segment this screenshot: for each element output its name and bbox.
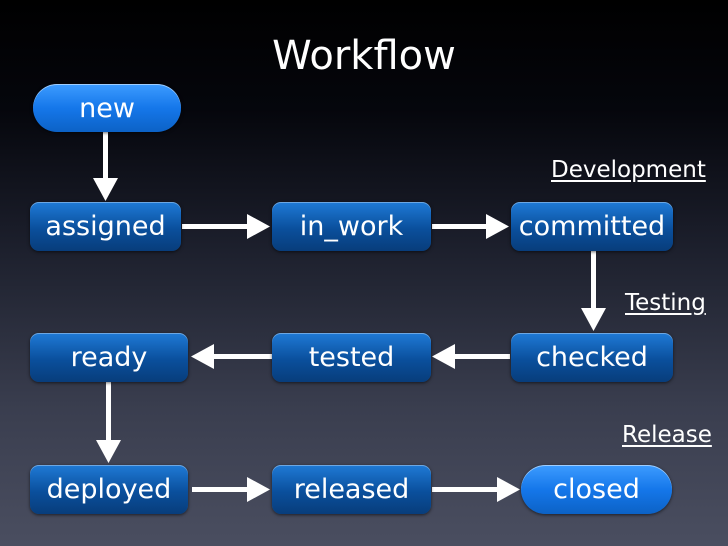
section-label-development: Development (551, 157, 706, 183)
arrow-in-work-committed (432, 214, 509, 239)
arrow-committed-checked (581, 250, 606, 331)
arrow-tested-ready (191, 344, 272, 369)
state-checked: checked (511, 333, 673, 382)
arrow-new-assigned (93, 132, 118, 201)
state-deployed: deployed (30, 465, 188, 514)
state-closed: closed (521, 465, 672, 514)
section-label-testing: Testing (625, 290, 706, 316)
state-ready: ready (30, 333, 188, 382)
state-in-work: in_work (272, 202, 431, 251)
state-committed: committed (511, 202, 673, 251)
arrow-released-closed (432, 477, 520, 502)
arrow-deployed-released (192, 477, 270, 502)
state-new: new (33, 84, 181, 132)
state-released: released (272, 465, 431, 514)
arrow-ready-deployed (96, 382, 121, 463)
arrow-checked-tested (432, 344, 510, 369)
state-assigned: assigned (30, 202, 181, 251)
state-tested: tested (272, 333, 431, 382)
diagram-title: Workflow (272, 33, 456, 79)
arrow-assigned-in-work (182, 214, 270, 239)
section-label-release: Release (622, 422, 712, 448)
